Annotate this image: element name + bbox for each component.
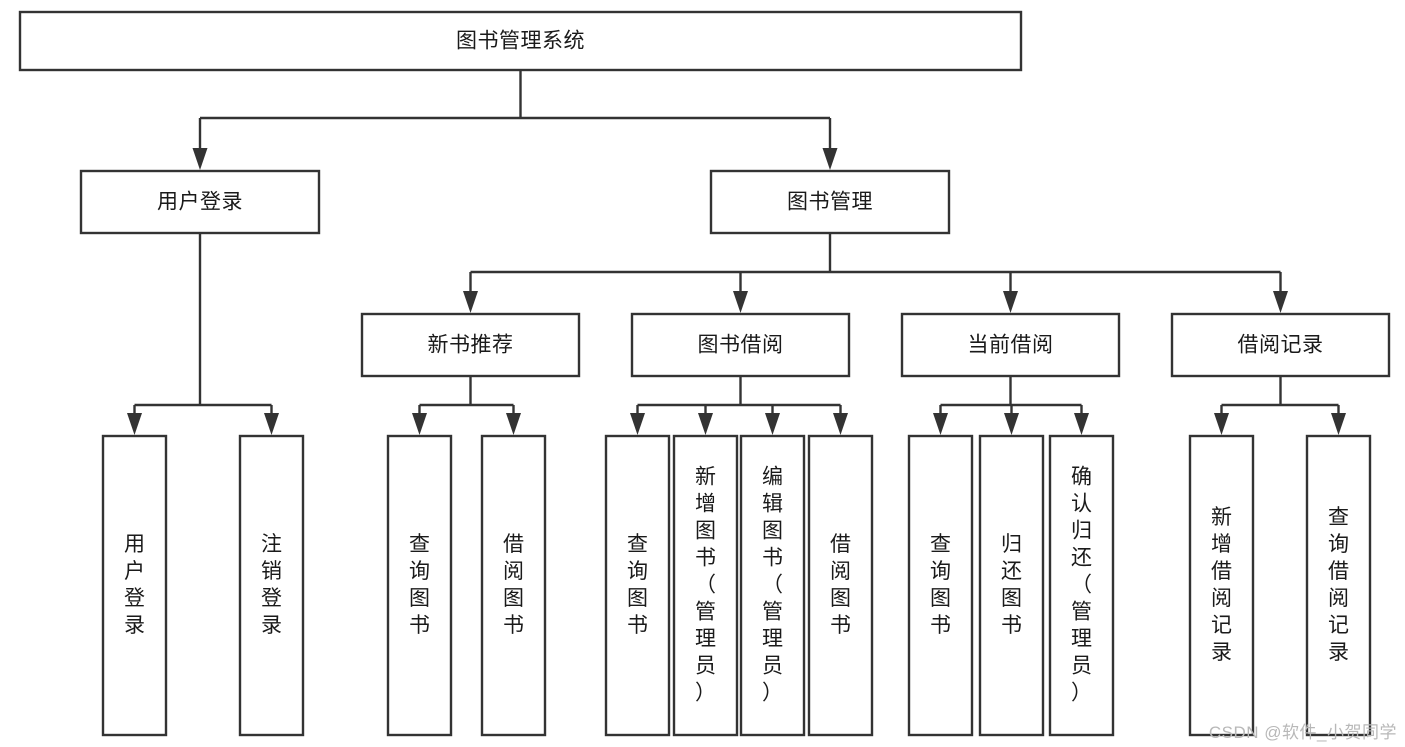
connector-group — [412, 376, 521, 435]
node-box[interactable] — [807, 434, 874, 737]
node-leaf10[interactable]: 归还图书 — [978, 434, 1045, 737]
arrow-head-icon — [1074, 413, 1089, 435]
arrow-head-icon — [1331, 413, 1346, 435]
node-box[interactable] — [480, 434, 547, 737]
node-bookmgr[interactable]: 图书管理 — [709, 169, 951, 235]
node-box[interactable] — [238, 434, 305, 737]
node-leaf9[interactable]: 查询图书 — [907, 434, 974, 737]
node-label: 查询图书 — [627, 533, 648, 637]
arrow-head-icon — [630, 413, 645, 435]
node-box[interactable] — [79, 169, 321, 235]
node-label: 用户登录 — [157, 191, 243, 214]
node-newrec[interactable]: 新书推荐 — [360, 312, 581, 378]
node-label: 借阅记录 — [1238, 334, 1324, 357]
node-label: 查询借阅记录 — [1328, 506, 1349, 664]
node-label: 查询图书 — [409, 533, 430, 637]
node-leaf4[interactable]: 借阅图书 — [480, 434, 547, 737]
node-leaf5[interactable]: 查询图书 — [604, 434, 671, 737]
node-label: 图书管理系统 — [456, 30, 585, 53]
connector-group — [463, 233, 1288, 313]
node-leaf6[interactable]: 新增图书（管理员） — [672, 434, 739, 737]
connector-group — [630, 376, 848, 435]
arrow-head-icon — [1273, 291, 1288, 313]
node-label: 归还图书 — [1001, 533, 1022, 637]
connector-group — [1214, 376, 1346, 435]
arrow-head-icon — [933, 413, 948, 435]
node-leaf11[interactable]: 确认归还（管理员） — [1048, 434, 1115, 737]
node-box[interactable] — [739, 434, 806, 737]
arrow-head-icon — [1004, 413, 1019, 435]
node-box[interactable] — [630, 312, 851, 378]
node-label: 借阅图书 — [503, 533, 524, 637]
arrow-head-icon — [192, 148, 208, 170]
arrow-head-icon — [1214, 413, 1229, 435]
node-box[interactable] — [386, 434, 453, 737]
arrow-head-icon — [506, 413, 521, 435]
node-label: 新书推荐 — [428, 334, 514, 357]
node-label: 图书管理 — [787, 191, 873, 214]
node-box[interactable] — [900, 312, 1121, 378]
node-label: 用户登录 — [124, 533, 145, 637]
node-box[interactable] — [1305, 434, 1372, 737]
node-label: 新增借阅记录 — [1211, 506, 1232, 664]
node-label: 借阅图书 — [830, 533, 851, 637]
nodes-layer: 图书管理系统用户登录图书管理新书推荐图书借阅当前借阅借阅记录用户登录注销登录查询… — [18, 10, 1391, 737]
arrow-head-icon — [733, 291, 748, 313]
arrow-head-icon — [833, 413, 848, 435]
connectors-layer — [127, 70, 1346, 435]
node-box[interactable] — [18, 10, 1023, 72]
node-box[interactable] — [101, 434, 168, 737]
node-records[interactable]: 借阅记录 — [1170, 312, 1391, 378]
node-leaf3[interactable]: 查询图书 — [386, 434, 453, 737]
node-leaf1[interactable]: 用户登录 — [101, 434, 168, 737]
arrow-head-icon — [765, 413, 780, 435]
node-box[interactable] — [360, 312, 581, 378]
node-label: 确认归还（管理员） — [1071, 465, 1092, 704]
arrow-head-icon — [412, 413, 427, 435]
node-current[interactable]: 当前借阅 — [900, 312, 1121, 378]
node-box[interactable] — [1188, 434, 1255, 737]
node-leaf7[interactable]: 编辑图书（管理员） — [739, 434, 806, 737]
node-leaf2[interactable]: 注销登录 — [238, 434, 305, 737]
node-root[interactable]: 图书管理系统 — [18, 10, 1023, 72]
arrow-head-icon — [698, 413, 713, 435]
node-box[interactable] — [604, 434, 671, 737]
node-box[interactable] — [672, 434, 739, 737]
connector-group — [192, 70, 838, 170]
arrow-head-icon — [822, 148, 838, 170]
node-label: 当前借阅 — [968, 334, 1054, 357]
node-box[interactable] — [1048, 434, 1115, 737]
node-login[interactable]: 用户登录 — [79, 169, 321, 235]
node-box[interactable] — [709, 169, 951, 235]
node-leaf12[interactable]: 新增借阅记录 — [1188, 434, 1255, 737]
node-leaf8[interactable]: 借阅图书 — [807, 434, 874, 737]
node-box[interactable] — [907, 434, 974, 737]
arrow-head-icon — [1003, 291, 1018, 313]
node-box[interactable] — [978, 434, 1045, 737]
arrow-head-icon — [264, 413, 279, 435]
node-label: 注销登录 — [261, 533, 282, 637]
node-leaf13[interactable]: 查询借阅记录 — [1305, 434, 1372, 737]
node-label: 编辑图书（管理员） — [762, 465, 783, 704]
node-label: 查询图书 — [930, 533, 951, 637]
node-label: 新增图书（管理员） — [695, 465, 716, 704]
node-label: 图书借阅 — [698, 334, 784, 357]
arrow-head-icon — [463, 291, 478, 313]
watermark-text: CSDN @软件_小贺同学 — [1208, 723, 1397, 742]
node-box[interactable] — [1170, 312, 1391, 378]
arrow-head-icon — [127, 413, 142, 435]
node-borrow[interactable]: 图书借阅 — [630, 312, 851, 378]
connector-group — [127, 233, 279, 435]
connector-group — [933, 376, 1089, 435]
